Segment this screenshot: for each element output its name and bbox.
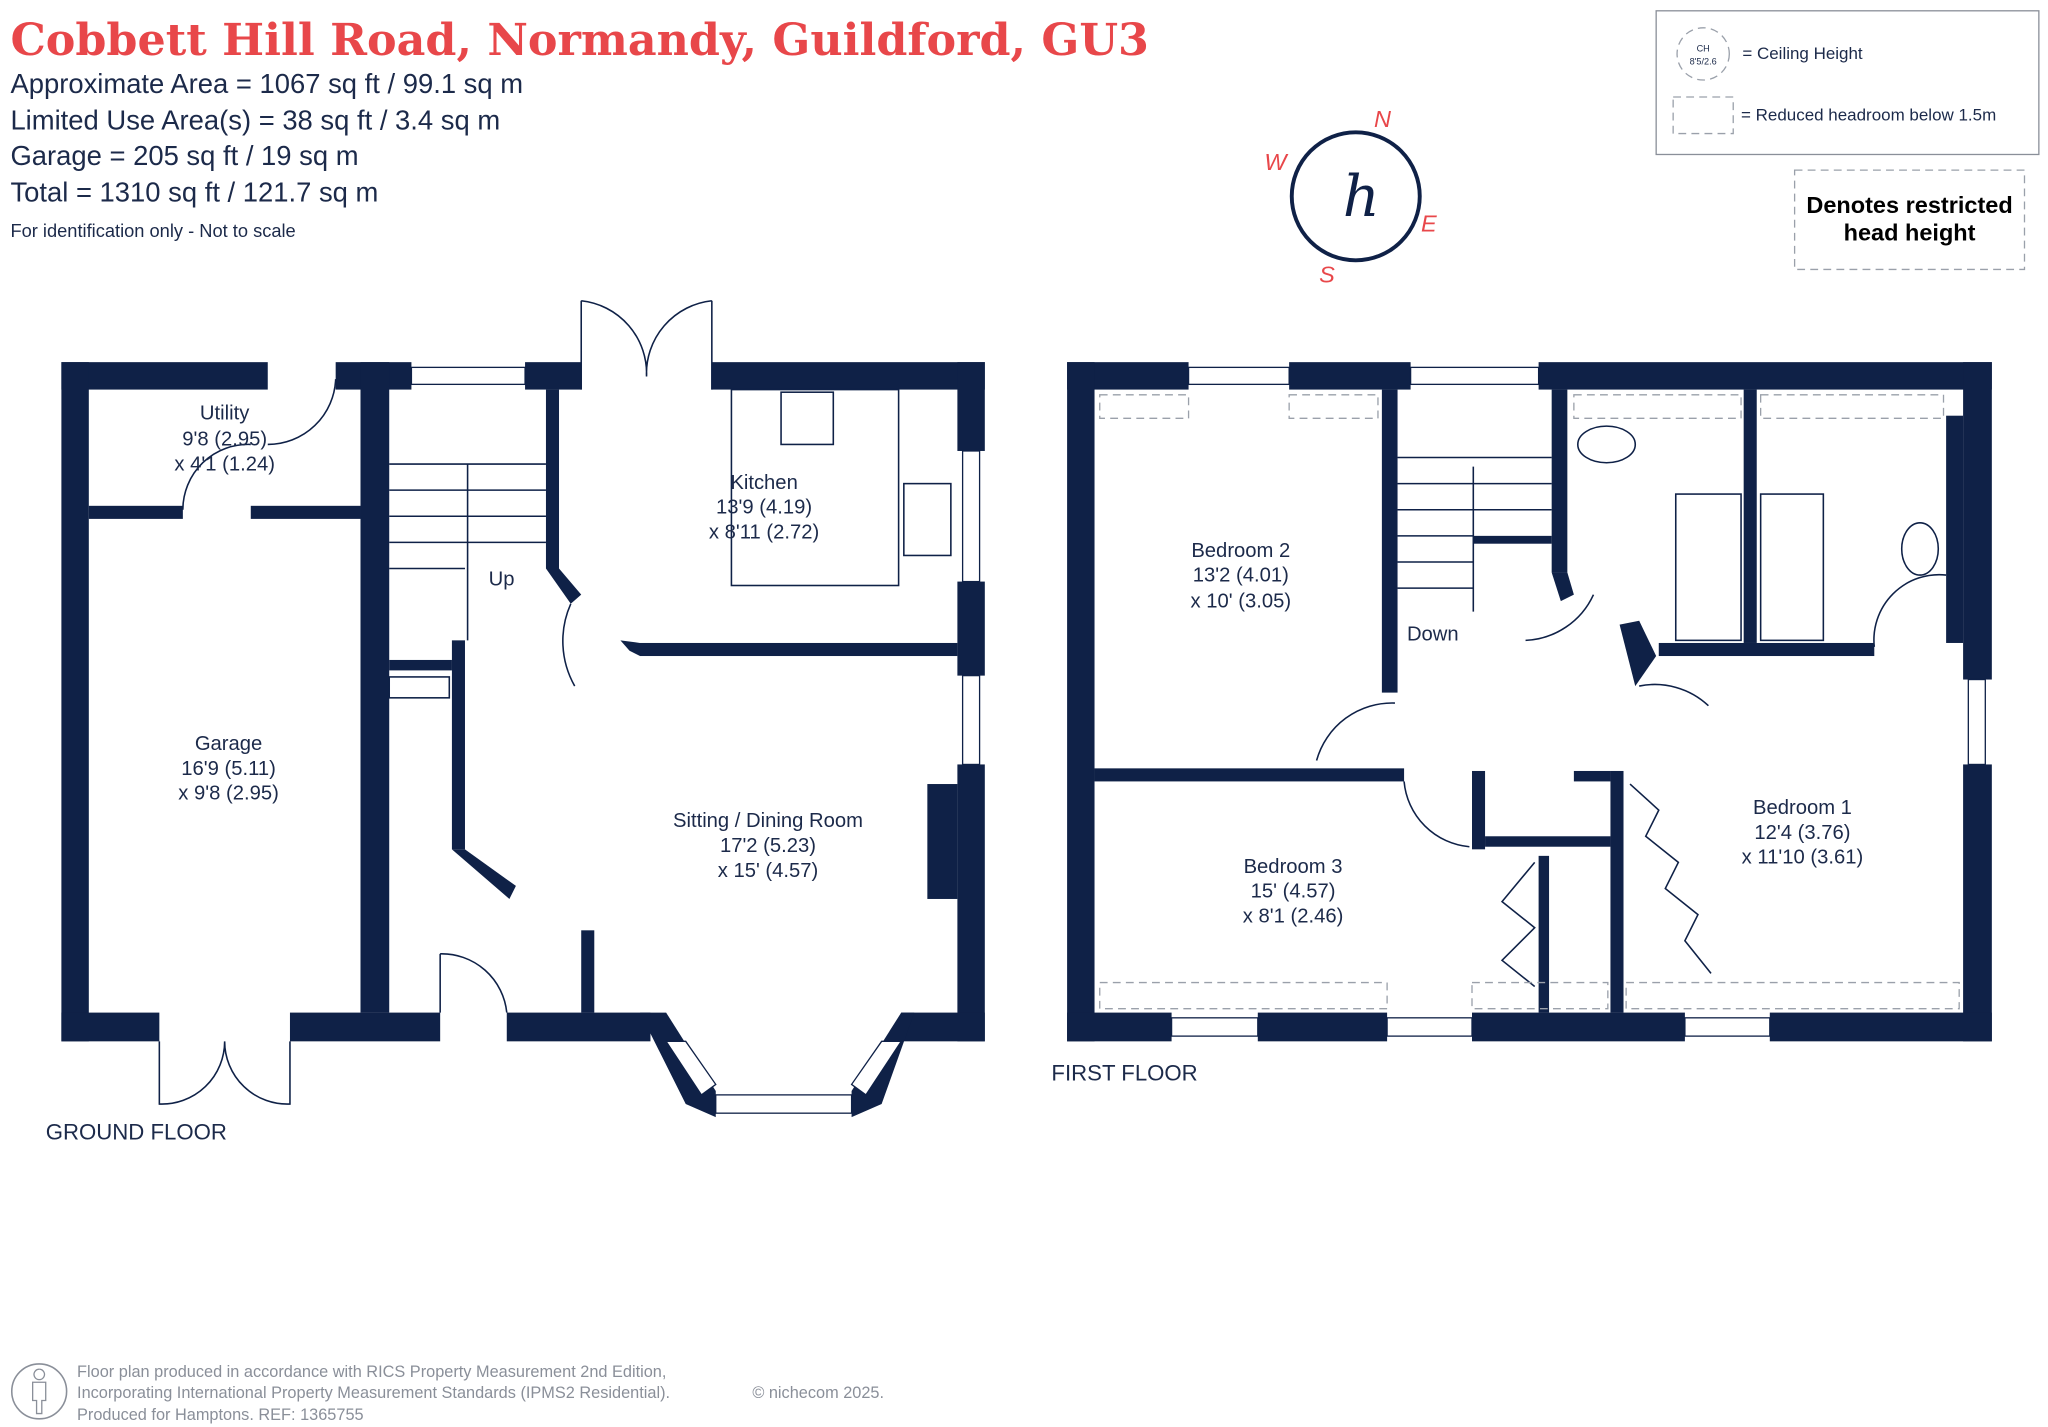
compass-north: N — [1374, 106, 1391, 132]
reduced-headroom-label: = Reduced headroom below 1.5m — [1741, 106, 1996, 125]
room-name: Utility — [200, 403, 250, 425]
room-name: Bedroom 2 — [1191, 540, 1290, 562]
ground-floor-plan — [61, 299, 985, 1118]
room-kitchen: Kitchen 13'9 (4.19) x 8'11 (2.72) — [709, 472, 819, 544]
room-bedroom-2: Bedroom 2 13'2 (4.01) x 10' (3.05) — [1191, 540, 1292, 613]
footer: Floor plan produced in accordance with R… — [10, 1363, 884, 1424]
room-dimension: 17'2 (5.23) — [720, 835, 816, 857]
room-dimension: x 8'11 (2.72) — [709, 521, 819, 543]
room-name: Garage — [195, 733, 263, 755]
room-dimension: 16'9 (5.11) — [181, 758, 276, 780]
footer-line-2: Incorporating International Property Mea… — [77, 1384, 670, 1402]
ceiling-height-label: = Ceiling Height — [1742, 44, 1863, 63]
limited-use-area: Limited Use Area(s) = 38 sq ft / 3.4 sq … — [10, 105, 500, 136]
restricted-line1: Denotes restricted — [1806, 192, 2012, 218]
room-name: Bedroom 3 — [1244, 856, 1343, 878]
logo-mark: h — [1343, 163, 1380, 230]
page-title: Cobbett Hill Road, Normandy, Guildford, … — [10, 14, 1148, 66]
first-floor-plan — [1067, 362, 1992, 1042]
approximate-area: Approximate Area = 1067 sq ft / 99.1 sq … — [10, 68, 523, 99]
compass-south: S — [1319, 261, 1335, 287]
ceiling-height-symbol — [1676, 27, 1730, 81]
person-icon — [10, 1363, 68, 1420]
first-floor-label: FIRST FLOOR — [1051, 1061, 1197, 1086]
room-dimension: x 11'10 (3.61) — [1742, 847, 1864, 869]
room-name: Bedroom 1 — [1753, 797, 1852, 819]
identification-note: For identification only - Not to scale — [10, 220, 295, 241]
room-dimension: x 15' (4.57) — [718, 860, 819, 882]
compass-east: E — [1421, 211, 1437, 237]
room-dimension: x 10' (3.05) — [1191, 591, 1292, 613]
room-utility: Utility 9'8 (2.95) x 4'1 (1.24) — [174, 403, 275, 476]
compass-west: W — [1264, 149, 1289, 175]
footer-copyright: © nichecom 2025. — [752, 1384, 884, 1402]
room-dimension: 9'8 (2.95) — [182, 429, 267, 451]
room-dimension: x 8'1 (2.46) — [1243, 905, 1344, 927]
ceiling-symbol-bottom: 8'5/2.6 — [1690, 56, 1717, 66]
garage-area: Garage = 205 sq ft / 19 sq m — [10, 140, 358, 171]
stairs-down-label: Down — [1407, 623, 1459, 645]
restricted-height-box — [1793, 169, 2026, 271]
room-name: Sitting / Dining Room — [673, 810, 863, 832]
room-dimension: 15' (4.57) — [1251, 881, 1336, 903]
room-bedroom-3: Bedroom 3 15' (4.57) x 8'1 (2.46) — [1243, 856, 1344, 928]
restricted-line2: head height — [1844, 220, 1976, 246]
room-garage: Garage 16'9 (5.11) x 9'8 (2.95) — [178, 733, 279, 805]
compass-logo: h N E S W — [1264, 106, 1437, 287]
reduced-headroom-symbol — [1672, 96, 1734, 135]
legend: CH 8'5/2.6 = Ceiling Height = Reduced he… — [1655, 10, 2040, 271]
footer-line-1: Floor plan produced in accordance with R… — [77, 1363, 666, 1381]
footer-line-3: Produced for Hamptons. REF: 1365755 — [77, 1406, 364, 1424]
stairs-up-label: Up — [489, 568, 515, 590]
room-dimension: 13'9 (4.19) — [716, 497, 812, 519]
room-dimension: 13'2 (4.01) — [1193, 565, 1289, 587]
room-dimension: x 4'1 (1.24) — [174, 454, 275, 476]
room-bedroom-1: Bedroom 1 12'4 (3.76) x 11'10 (3.61) — [1742, 797, 1864, 869]
ground-floor-label: GROUND FLOOR — [46, 1119, 227, 1144]
room-sitting-dining: Sitting / Dining Room 17'2 (5.23) x 15' … — [673, 810, 863, 882]
room-name: Kitchen — [730, 472, 798, 494]
ceiling-symbol-top: CH — [1697, 43, 1710, 53]
room-dimension: 12'4 (3.76) — [1754, 822, 1850, 844]
total-area: Total = 1310 sq ft / 121.7 sq m — [10, 177, 378, 208]
room-dimension: x 9'8 (2.95) — [178, 783, 279, 805]
